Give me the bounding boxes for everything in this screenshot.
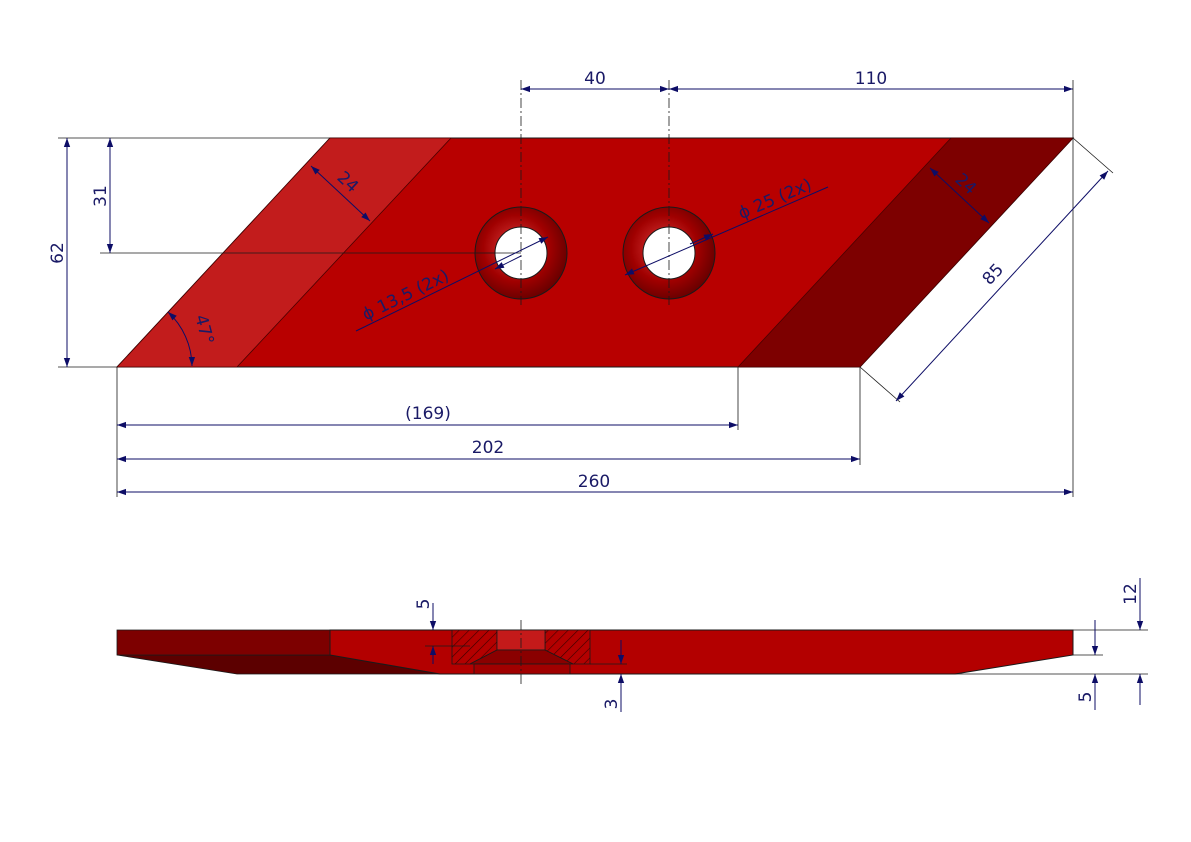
- dim-hole-to-edge: 110: [855, 69, 887, 89]
- dim-flat: 3: [602, 699, 622, 710]
- dim-height: 62: [48, 242, 68, 264]
- top-view: 40 110 62 31 24 24 47° ϕ 13,5 (2x) ϕ 25 …: [48, 69, 1114, 497]
- dim-hole-spacing: 40: [584, 69, 606, 89]
- dim-260: 260: [578, 472, 610, 492]
- dim-202: 202: [472, 438, 504, 458]
- dim-169: (169): [405, 404, 451, 424]
- dim-counterbore: 5: [414, 599, 434, 610]
- dim-edge: 5: [1076, 692, 1096, 703]
- side-top-left: [116, 629, 331, 656]
- dim-hole-height: 31: [91, 185, 111, 207]
- dim-thickness: 12: [1121, 583, 1141, 605]
- side-section: [451, 629, 591, 675]
- side-main: [329, 629, 1074, 675]
- side-view: 5 3 12 5: [116, 578, 1148, 712]
- hole-right: [622, 206, 716, 300]
